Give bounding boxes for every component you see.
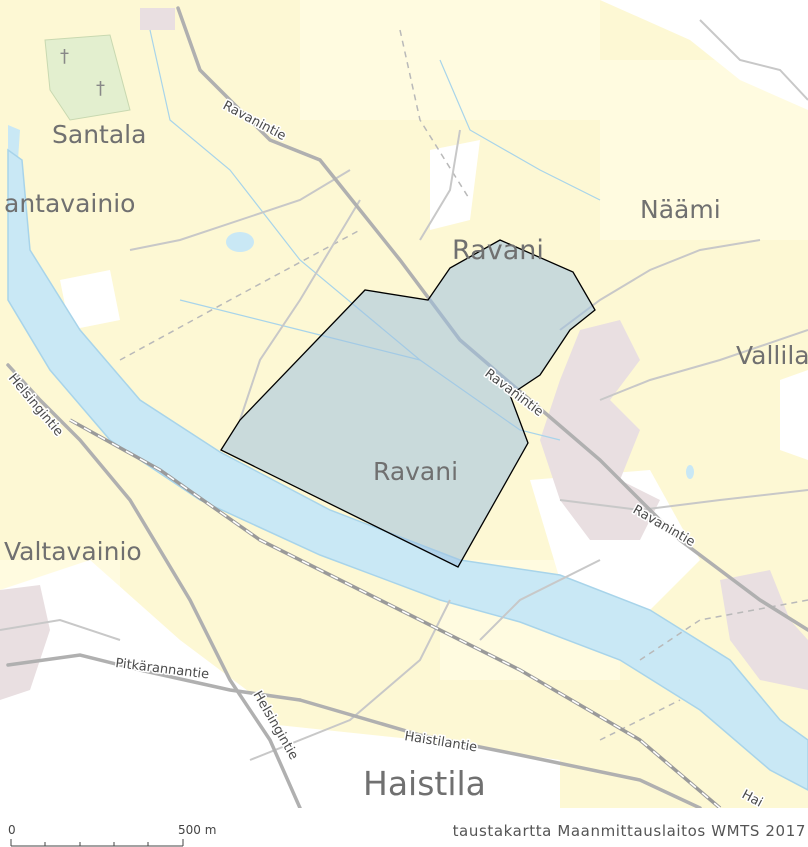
place-label-ravani-north: Ravani bbox=[452, 235, 544, 266]
place-label-vallila: Vallila bbox=[736, 341, 808, 370]
main-roads bbox=[6, 6, 808, 808]
place-label-naami: Näämi bbox=[640, 195, 721, 224]
scale-ticks bbox=[10, 839, 184, 847]
place-label-valtavainio: Valtavainio bbox=[4, 537, 142, 566]
map-canvas[interactable]: † † bbox=[0, 0, 808, 808]
cemetery-cross-icon: † bbox=[60, 46, 69, 67]
road-helsingintie bbox=[6, 363, 302, 808]
built-up-areas bbox=[0, 8, 808, 700]
road-haistilantie bbox=[298, 698, 702, 808]
map-attribution: taustakartta Maanmittauslaitos WMTS 2017 bbox=[452, 822, 806, 840]
railway bbox=[69, 418, 722, 808]
scale-bar: 0 500 m bbox=[8, 823, 216, 847]
minor-roads bbox=[0, 19, 808, 761]
place-label-ravani-area: Ravani bbox=[373, 457, 458, 486]
place-label-santala: Santala bbox=[52, 120, 146, 149]
cemetery-cross-icon: † bbox=[96, 78, 105, 99]
map-footer: 0 500 m taustakartta Maanmittauslaitos W… bbox=[0, 808, 808, 847]
selected-area-polygon[interactable] bbox=[220, 239, 596, 568]
scale-start-label: 0 bbox=[8, 823, 16, 837]
cemetery: † † bbox=[44, 34, 131, 121]
place-label-santavainio: antavainio bbox=[4, 189, 135, 218]
scale-end-label: 500 m bbox=[178, 823, 216, 837]
road-pitkarannantie bbox=[6, 653, 302, 702]
place-label-haistila: Haistila bbox=[363, 764, 486, 803]
open-areas bbox=[0, 0, 808, 808]
